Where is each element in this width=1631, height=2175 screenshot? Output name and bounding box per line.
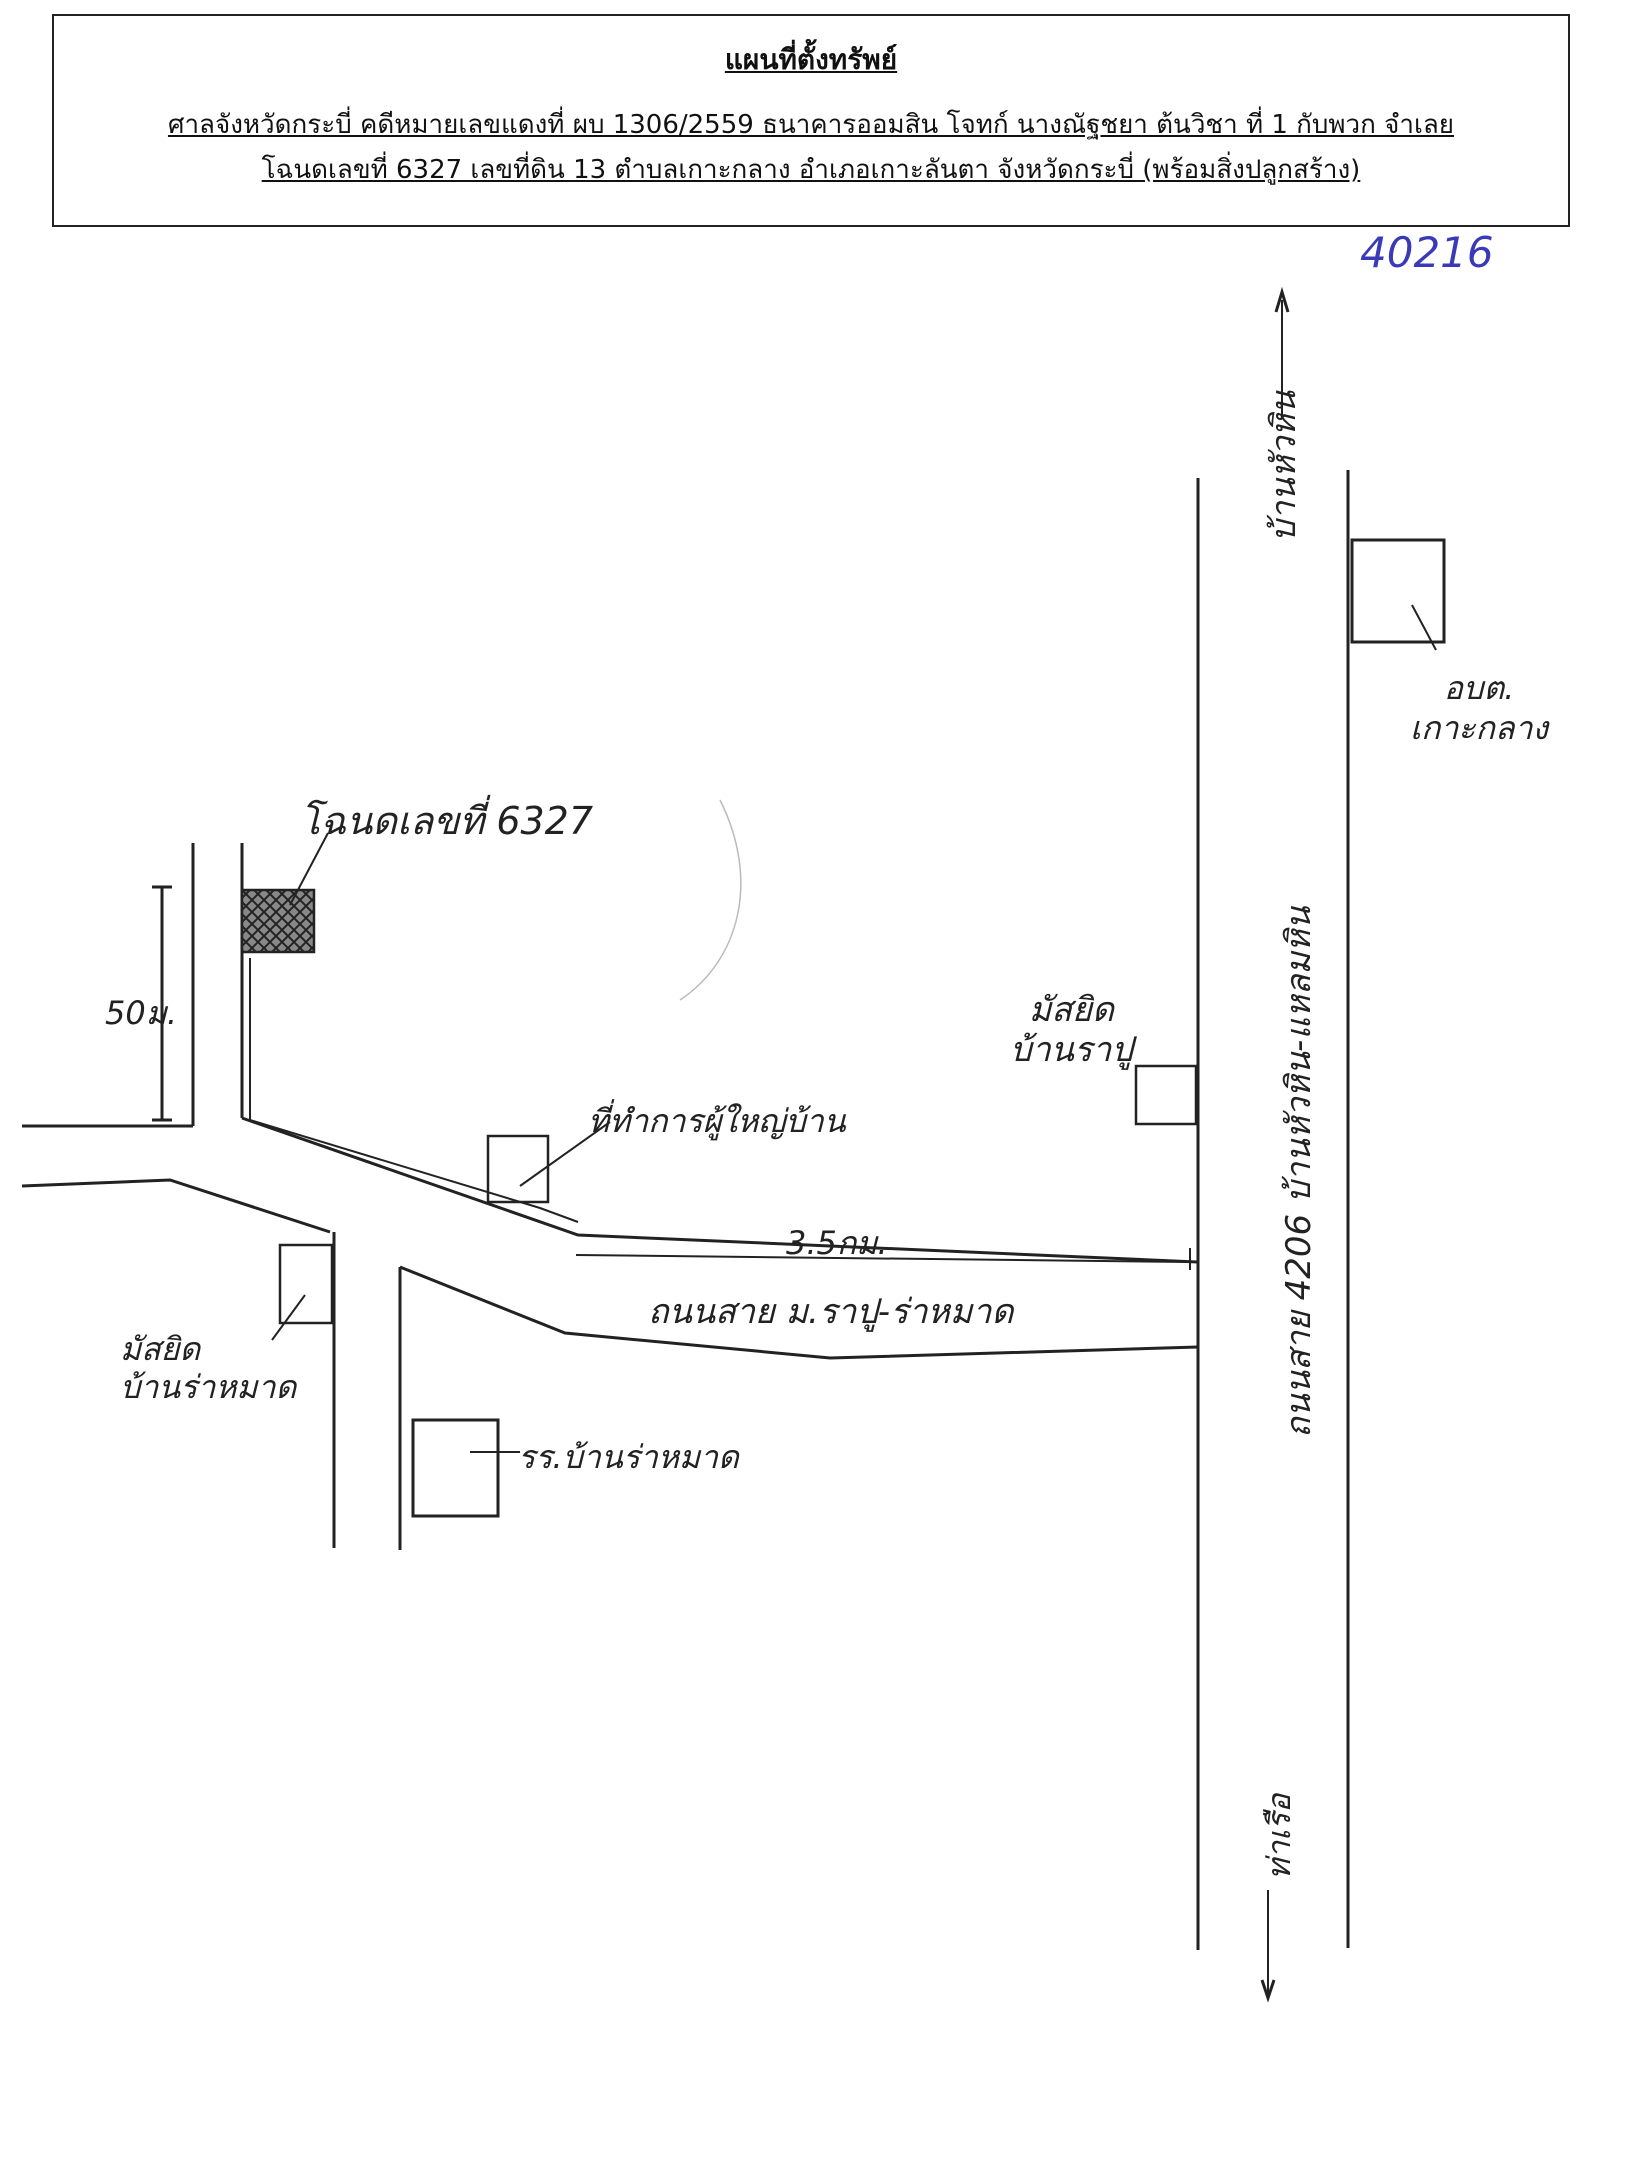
map-title: แผนที่ตั้งทรัพย์	[724, 43, 898, 76]
label-to-tha-ruea: ท่าเรือ	[1260, 1793, 1298, 1880]
village-head-office-building	[486, 1134, 550, 1204]
case-line: ศาลจังหวัดกระบี่ คดีหมายเลขแดงที่ ผบ 130…	[167, 110, 1455, 140]
label-3-5km: 3.5กม.	[786, 1224, 888, 1262]
rapu-road-upper-edge	[241, 1116, 1200, 1264]
label-highway-4206: ถนนสาย 4206 บ้านหัวหิน-แหลมหิน	[1279, 906, 1319, 1438]
deed-pointer	[289, 832, 329, 906]
label-deed-6327: โฉนดเลขที่ 6327	[300, 799, 594, 843]
rapu-road-left-lower-edge	[21, 1178, 331, 1234]
label-road-rapu-ranmad: ถนนสาย ม.ราปู-ร่าหมาด	[648, 1292, 1014, 1332]
label-village-head-office: ที่ทำการผู้ใหญ่บ้าน	[588, 1102, 846, 1140]
faint-arc	[679, 799, 742, 1001]
obt-pointer	[1411, 604, 1437, 651]
village-head-office-pointer	[519, 1121, 611, 1187]
dimension-3-5km-line	[575, 1254, 1193, 1263]
label-50m: 50ม.	[105, 994, 177, 1032]
mosque-ranmad-building	[278, 1243, 334, 1325]
label-mosque-rapu: มัสยิด บ้านราปู	[1010, 990, 1133, 1070]
deed-line: โฉนดเลขที่ 6327 เลขที่ดิน 13 ตำบลเกาะกลา…	[261, 155, 1361, 185]
south-arrowhead	[1260, 1979, 1276, 2003]
lane-inner-diagonal	[249, 1119, 579, 1223]
mosque-rapu-building	[1134, 1064, 1198, 1126]
label-to-ban-hua-hin: บ้านหัวหิน	[1264, 390, 1304, 542]
reference-number: 40216	[1360, 228, 1494, 277]
obt-building	[1350, 538, 1446, 644]
header-box: แผนที่ตั้งทรัพย์ ศาลจังหวัดกระบี่ คดีหมา…	[52, 14, 1570, 227]
north-arrowhead	[1274, 286, 1290, 313]
school-ranmad-building	[411, 1418, 500, 1518]
mosque-ranmad-pointer	[271, 1294, 306, 1341]
label-obt-kokklang: อบต. เกาะกลาง	[1410, 669, 1549, 747]
label-school-ranmad: รร.บ้านร่าหมาด	[518, 1438, 739, 1476]
label-mosque-ranmad: มัสยิด บ้านร่าหมาด	[120, 1330, 297, 1406]
deed-6327-plot	[240, 888, 316, 954]
rapu-road-lower-edge	[399, 1265, 1199, 1360]
